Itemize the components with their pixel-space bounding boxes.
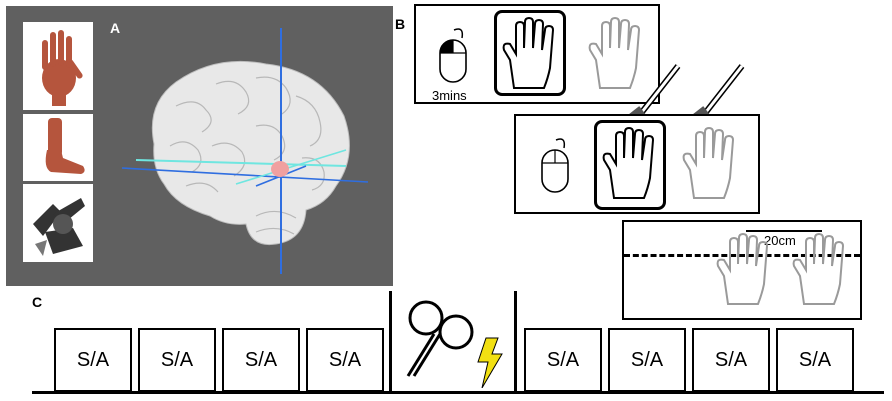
hand-outline-icon-gray (588, 16, 641, 89)
panel-b-letter: B (395, 16, 406, 32)
cyan-axis-2 (235, 149, 347, 185)
sa-block-3: S/A (222, 328, 300, 392)
panel-c-letter: C (32, 294, 43, 310)
hand-outline-icon-gray-2 (682, 126, 735, 199)
sa-block-7: S/A (692, 328, 770, 392)
cyan-axis-1 (135, 159, 347, 167)
sa-block-6: S/A (608, 328, 686, 392)
distance-bracket (746, 230, 822, 232)
tms-coil-icon (406, 300, 474, 377)
highlight-frame (494, 10, 566, 96)
horizontal-axis (121, 167, 369, 183)
duration-label: 3mins (432, 88, 467, 103)
sa-block-5: S/A (524, 328, 602, 392)
sa-block-1: S/A (54, 328, 132, 392)
lightning-icon (477, 337, 503, 388)
mouse-icon-idle (541, 138, 569, 193)
object-thumbnail (23, 184, 93, 262)
distance-label: 20cm (764, 233, 796, 248)
hand-icon (42, 30, 83, 106)
brain-render (121, 28, 369, 274)
b-box-stroke (514, 114, 760, 214)
timeline-baseline (32, 391, 884, 394)
separator-left (389, 291, 392, 392)
mouse-icon-active (439, 28, 467, 83)
hand-outline-icon-left (716, 232, 769, 305)
b-box-rest: 3mins (414, 4, 660, 104)
panel-a-brain-view: A (6, 6, 393, 286)
hand-outline-icon-black-2 (602, 126, 655, 199)
sa-block-8: S/A (776, 328, 854, 392)
highlight-frame-2 (594, 120, 666, 210)
foot-thumbnail (23, 114, 93, 181)
sa-block-4: S/A (306, 328, 384, 392)
target-marker (271, 161, 289, 177)
panel-a-letter: A (110, 20, 121, 36)
b-box-distance: 20cm (622, 220, 862, 320)
foot-icon (45, 118, 85, 174)
tms-coil-graphic (406, 300, 503, 388)
separator-right (514, 291, 517, 392)
hand-outline-icon-right (792, 232, 845, 305)
object-icon (33, 198, 85, 256)
brain-icon (151, 60, 350, 246)
dashed-line (624, 254, 860, 257)
hand-outline-icon-black (502, 16, 555, 89)
sa-block-2: S/A (138, 328, 216, 392)
hand-thumbnail (23, 22, 93, 110)
